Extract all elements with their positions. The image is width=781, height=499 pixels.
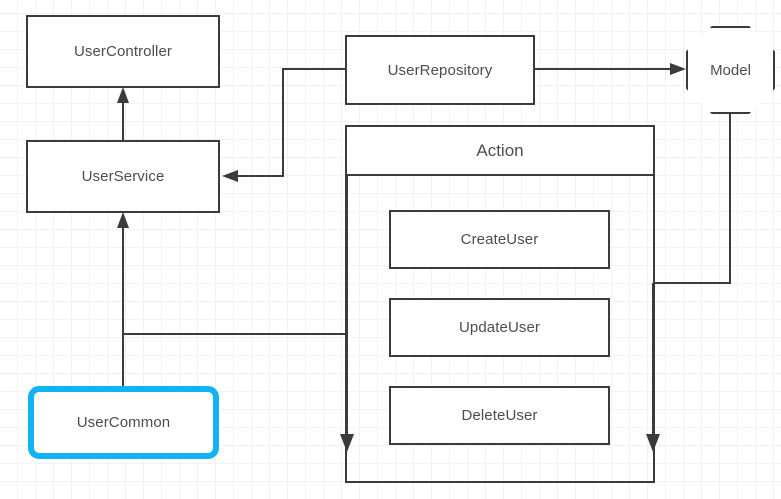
node-create-user-label: CreateUser [460,231,539,248]
node-create-user[interactable]: CreateUser [389,210,610,269]
node-model[interactable]: Model [686,26,775,114]
node-update-user[interactable]: UpdateUser [389,298,610,357]
node-user-controller-label: UserController [73,43,173,60]
node-delete-user-label: DeleteUser [461,407,538,424]
node-delete-user[interactable]: DeleteUser [389,386,610,445]
node-update-user-label: UpdateUser [458,319,541,336]
edge-model-to-action [655,114,731,284]
node-user-common-label: UserCommon [76,414,171,431]
node-model-label: Model [710,61,751,79]
node-user-repository[interactable]: UserRepository [345,35,535,105]
edge-common-to-service [117,212,129,386]
edge-repository-to-service [222,68,345,182]
node-user-service[interactable]: UserService [26,140,220,213]
action-group-title[interactable]: Action [345,125,655,176]
action-group-body[interactable] [345,176,655,483]
node-user-repository-label: UserRepository [387,61,493,79]
node-user-controller[interactable]: UserController [26,15,220,88]
node-user-service-label: UserService [81,168,165,185]
edge-service-to-controller [117,87,129,140]
action-group-label: Action [476,140,524,160]
edge-repository-to-model [535,63,686,75]
node-user-common[interactable]: UserCommon [28,386,219,459]
